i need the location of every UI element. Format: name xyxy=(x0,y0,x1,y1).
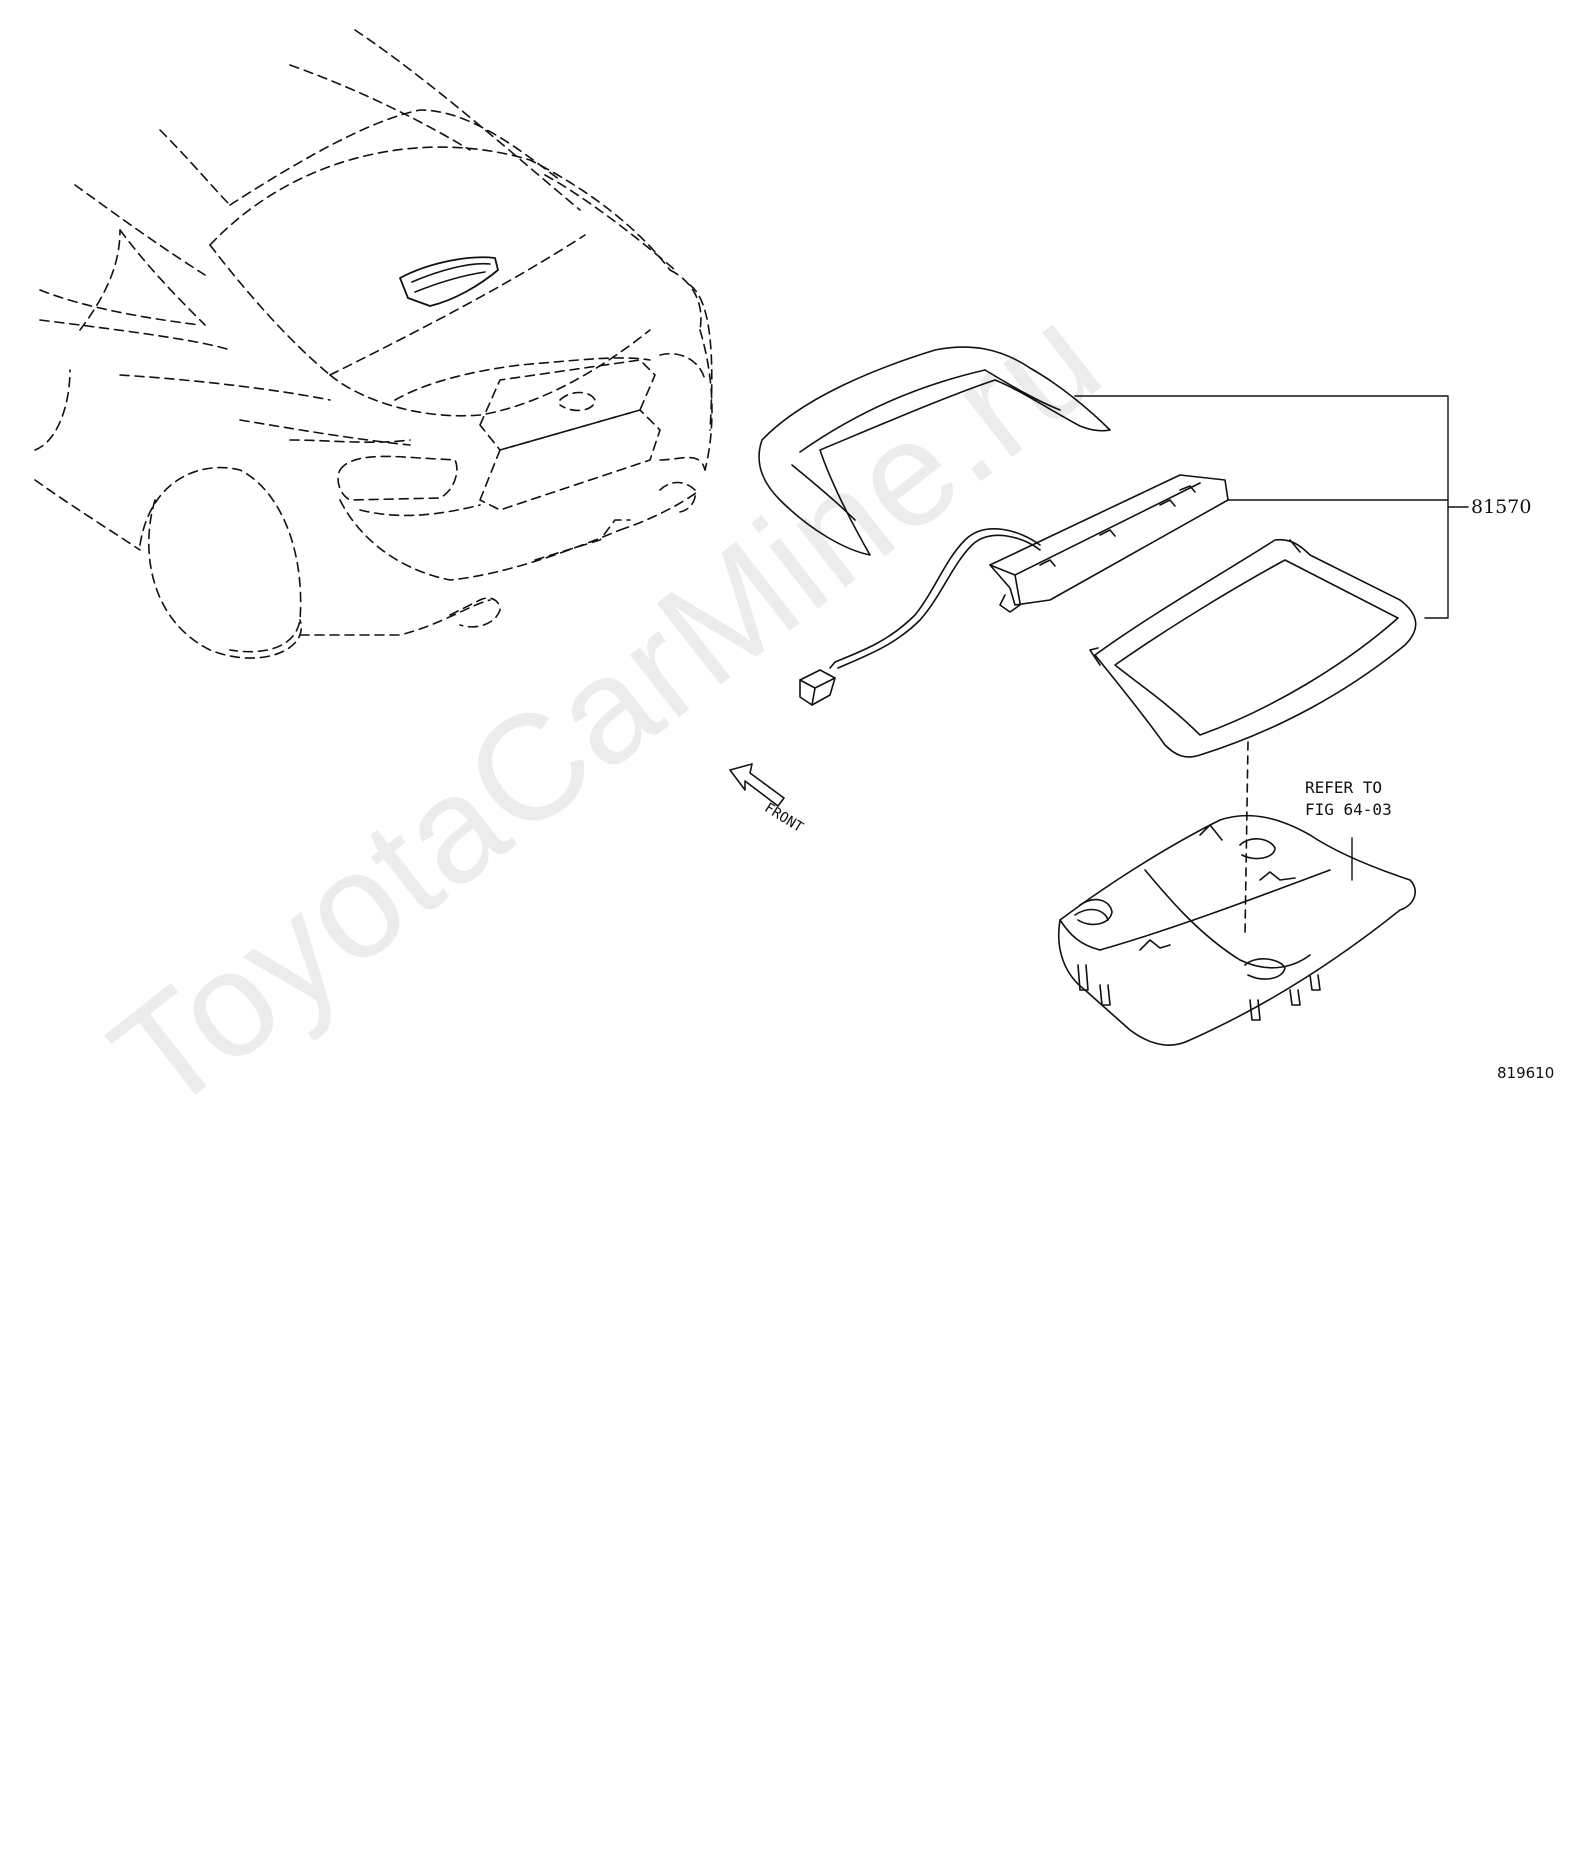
part-number-label: 81570 xyxy=(1471,496,1532,518)
car-rear-outline xyxy=(34,29,713,659)
refer-label-line2: FIG 64-03 xyxy=(1305,800,1392,819)
car-spoiler-mini xyxy=(399,256,499,307)
front-arrow xyxy=(729,763,785,807)
diagram-svg xyxy=(34,29,1469,1046)
leader-lines xyxy=(1074,395,1469,881)
spoiler-base-panel xyxy=(1057,814,1416,1046)
lamp-lens-housing xyxy=(1089,538,1417,758)
spoiler-cover-outer xyxy=(758,346,1111,556)
refer-label-line1: REFER TO xyxy=(1305,778,1383,797)
alignment-dashline xyxy=(1244,741,1249,936)
lamp-wire xyxy=(799,528,1041,706)
stop-lamp-bar xyxy=(989,474,1229,613)
figure-id-label: 819610 xyxy=(1497,1064,1555,1082)
parts-diagram: ToyotaCarMine.ru xyxy=(34,29,1555,1144)
